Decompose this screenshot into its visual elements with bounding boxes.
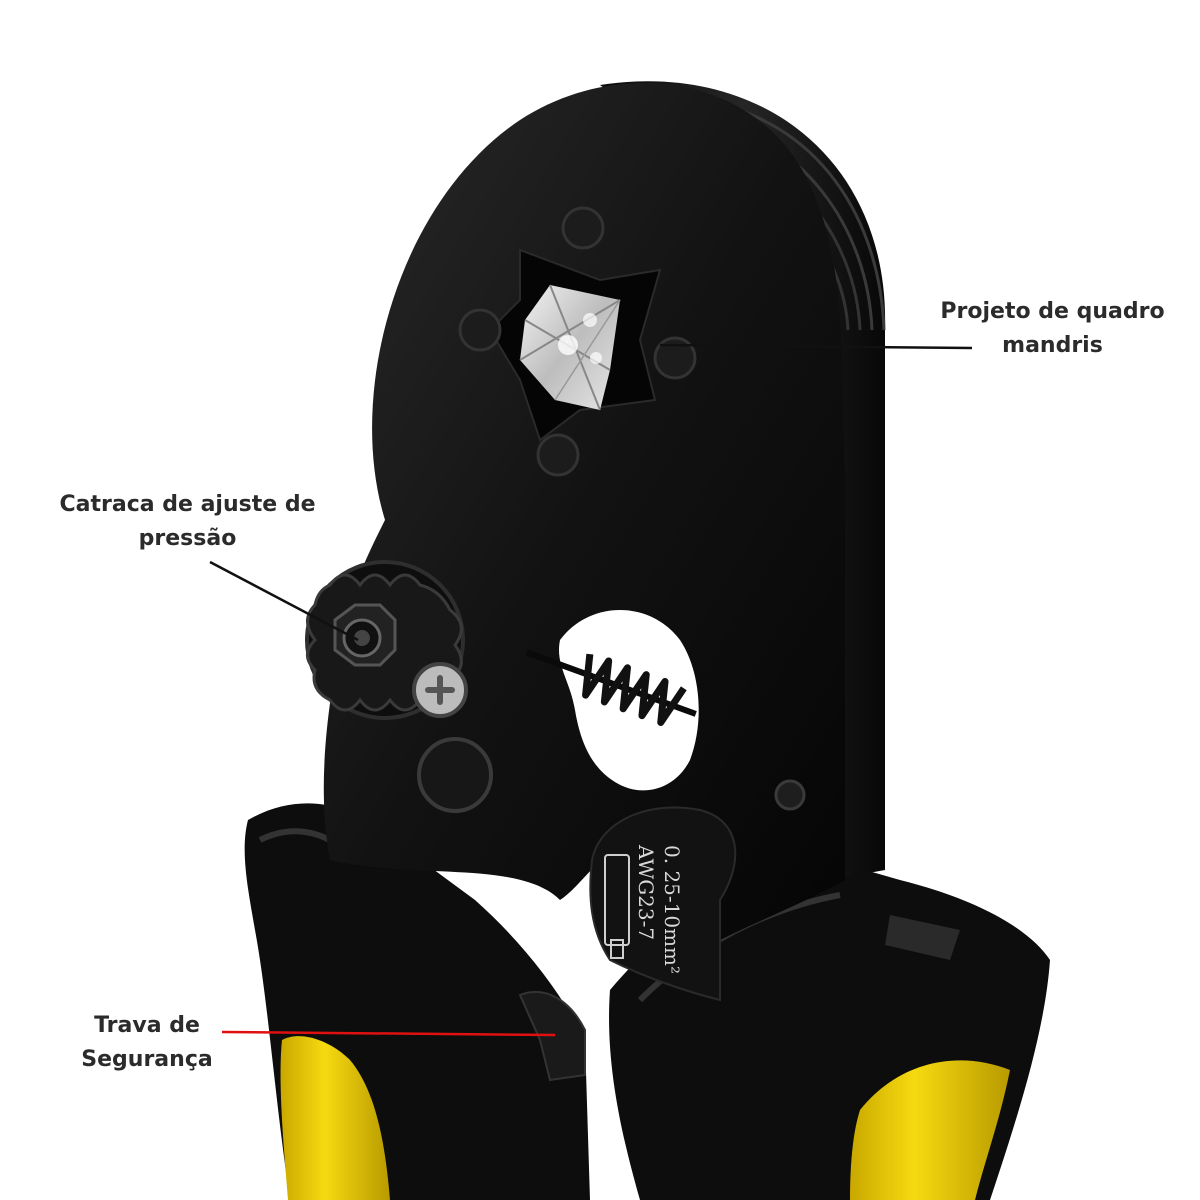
- safety-lock-leader-line: [221, 1030, 556, 1037]
- safety-lock-callout-line1: Trava de: [94, 1013, 200, 1038]
- ratchet-leader-line: [209, 560, 359, 642]
- left-handle-yellow-grip: [280, 1036, 390, 1200]
- die-screws: [458, 206, 697, 477]
- ratchet-callout-line1: Catraca de ajuste de: [59, 492, 316, 517]
- die-frame-leader-line: [659, 343, 973, 350]
- left-handle: [244, 803, 591, 1200]
- safety-lock-callout: Trava de Segurança: [72, 1009, 222, 1077]
- side-plate-screw: [774, 779, 806, 811]
- die-frame-callout-line1: Projeto de quadro: [940, 299, 1165, 324]
- safety-lock-callout-line2: Segurança: [81, 1047, 213, 1072]
- die-marking-line2: AWG23-7: [634, 844, 658, 940]
- pressure-ratchet: [305, 560, 465, 720]
- return-spring: [525, 649, 697, 726]
- die-size-marking: 0. 25-10mm² AWG23-7: [589, 806, 737, 1002]
- crimp-die: [488, 248, 662, 442]
- die-frame-callout-line2: mandris: [1002, 333, 1103, 358]
- silver-screw: [412, 662, 468, 718]
- die-marking-line1: 0. 25-10mm²: [660, 845, 684, 974]
- ratchet-callout-line2: pressão: [138, 526, 237, 551]
- pivot-bolt: [417, 737, 493, 813]
- right-handle-yellow-grip: [850, 1060, 1010, 1200]
- die-frame-callout: Projeto de quadro mandris: [930, 295, 1175, 363]
- ratchet-callout: Catraca de ajuste de pressão: [55, 488, 320, 556]
